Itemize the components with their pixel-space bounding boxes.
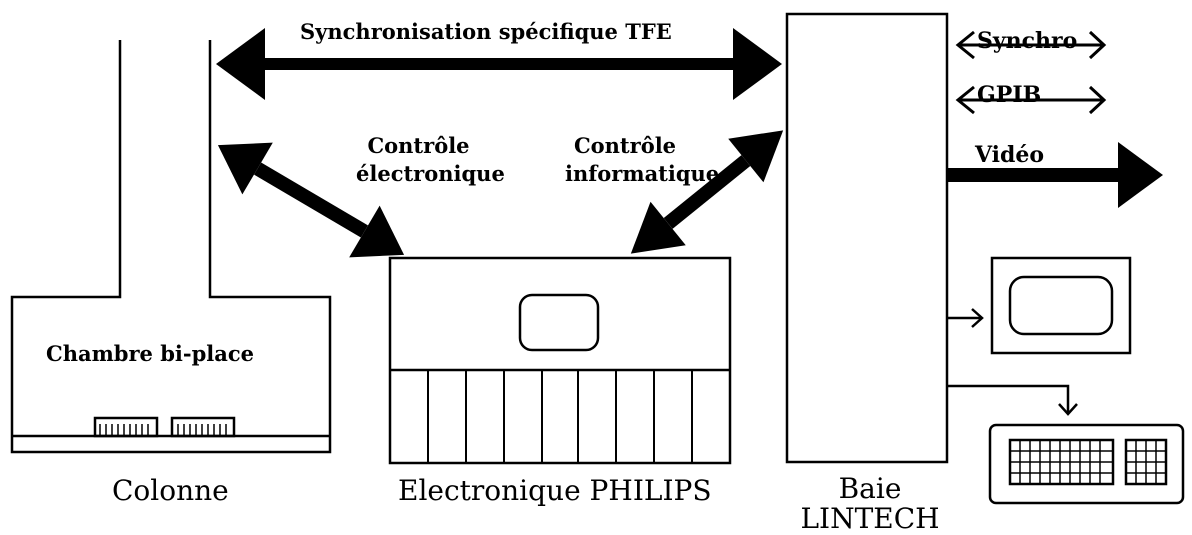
connector-left [93,416,159,438]
arrow-controle-informatique [630,130,784,254]
arrow-controle-electronique [217,142,405,258]
arrow-synchro [955,30,1107,60]
arrow-gpib [955,85,1107,115]
label-controle-informatique: Contrôle informatique [565,132,720,188]
arrow-video [947,142,1163,208]
philips-unit [388,256,732,465]
label-controle-informatique-line2: informatique [565,161,720,186]
label-video: Vidéo [975,142,1045,168]
label-chambre: Chambre bi-place [46,341,255,366]
label-colonne: Colonne [112,474,229,507]
label-sync-tfe: Synchronisation spécifique TFE [300,19,672,44]
label-baie-lintech: Baie LINTECH [795,474,945,534]
label-controle-electronique-line1: Contrôle [367,133,470,158]
arrow-to-keyboard [947,384,1078,416]
connector-right [170,416,236,438]
connector-pins [99,424,227,436]
label-gpib: GPIB [977,82,1042,108]
arrow-sync-tfe [216,28,782,100]
monitor-icon [990,256,1132,355]
keyboard-icon [988,423,1185,505]
label-controle-informatique-line1: Contrôle [573,133,677,158]
keyboard-keys [1010,440,1166,484]
label-baie-line2: LINTECH [800,502,940,535]
philips-racks [427,370,693,463]
label-controle-electronique-line2: électronique [356,161,505,186]
colonne-unit [10,40,332,454]
label-controle-electronique: Contrôle électronique [356,132,505,188]
label-synchro: Synchro [977,28,1078,54]
label-baie-line1: Baie [838,472,902,505]
label-electronique-philips: Electronique PHILIPS [398,474,712,507]
baie-lintech-unit [785,12,949,464]
arrow-to-monitor [947,308,984,328]
